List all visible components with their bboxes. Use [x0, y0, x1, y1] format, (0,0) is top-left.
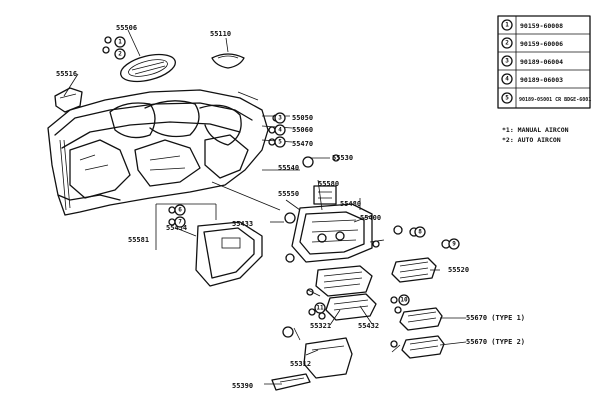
label-55433: 55433 — [232, 220, 253, 228]
callout-7: 7 — [174, 216, 186, 228]
svg-text:1: 1 — [505, 22, 509, 29]
legend-row-1: 1 90159-60008 — [501, 19, 563, 31]
center-console-assembly — [291, 185, 377, 321]
label-55506: 55506 — [116, 24, 137, 32]
label-55516: 55516 — [56, 70, 77, 78]
part-labels: 55516 55506 55110 55050 55060 55470 5553… — [56, 24, 525, 390]
callout-9: 9 — [448, 238, 460, 250]
callout-5: 5 — [274, 136, 286, 148]
label-55480: 55480 — [340, 200, 361, 208]
svg-text:2: 2 — [118, 51, 122, 58]
label-55540: 55540 — [278, 164, 299, 172]
svg-text:3: 3 — [505, 58, 509, 65]
svg-text:1: 1 — [118, 39, 122, 46]
callout-1: 1 — [114, 36, 126, 48]
callout-6: 6 — [174, 204, 186, 216]
legend-note-1: *1: MANUAL AIRCON — [502, 126, 569, 134]
callout-8: 8 — [414, 226, 426, 238]
lower-parts — [271, 337, 353, 391]
label-55470: 55470 — [292, 140, 313, 148]
callout-3: 3 — [274, 112, 286, 124]
legend-box: 1 90159-60008 2 90159-60006 3 90189-0600… — [497, 15, 591, 144]
svg-text:4: 4 — [278, 127, 282, 134]
register-vents — [391, 257, 445, 359]
svg-text:2: 2 — [505, 40, 509, 47]
svg-text:11: 11 — [316, 305, 324, 312]
svg-text:90159-60006: 90159-60006 — [520, 40, 563, 48]
callout-markers: 1 2 3 4 5 6 7 8 9 10 11 — [114, 36, 460, 314]
label-55581: 55581 — [128, 236, 149, 244]
svg-text:90189-06003: 90189-06003 — [520, 76, 563, 84]
label-55580: 55580 — [318, 180, 339, 188]
label-55060: 55060 — [292, 126, 313, 134]
callout-11: 11 — [314, 302, 326, 314]
label-55400: 55400 — [360, 214, 381, 222]
instrument-panel — [47, 53, 269, 216]
leader-lines — [63, 29, 467, 385]
svg-text:10: 10 — [400, 297, 408, 304]
legend-row-5: 5 90189-05001 CR BDGE-6001 — [501, 92, 591, 104]
label-55390: 55390 — [232, 382, 253, 390]
legend-row-3: 3 90189-06004 — [501, 55, 563, 67]
svg-text:4: 4 — [505, 76, 509, 83]
svg-text:9: 9 — [452, 241, 456, 248]
label-55110: 55110 — [210, 30, 231, 38]
svg-text:90189-06004: 90189-06004 — [520, 58, 563, 66]
legend-note-2: *2: AUTO AIRCON — [502, 136, 561, 144]
label-55670-type1: 55670 (TYPE 1) — [466, 314, 525, 322]
label-55321: 55321 — [310, 322, 331, 330]
legend-row-2: 2 90159-60006 — [501, 37, 563, 49]
svg-text:8: 8 — [418, 229, 422, 236]
callout-10: 10 — [398, 294, 410, 306]
svg-text:5: 5 — [278, 139, 282, 146]
label-55550: 55550 — [278, 190, 299, 198]
svg-text:90159-60008: 90159-60008 — [520, 22, 563, 30]
svg-text:5: 5 — [505, 95, 509, 102]
svg-text:3: 3 — [278, 115, 282, 122]
svg-text:7: 7 — [178, 219, 182, 226]
legend-row-4: 4 90189-06003 — [501, 73, 563, 85]
glove-box — [155, 203, 263, 287]
callout-4: 4 — [274, 124, 286, 136]
label-55432: 55432 — [358, 322, 379, 330]
label-55312: 55312 — [290, 360, 311, 368]
svg-text:6: 6 — [178, 207, 182, 214]
svg-text:90189-05001 CR BDGE-6001: 90189-05001 CR BDGE-6001 — [519, 97, 591, 103]
fasteners — [102, 36, 451, 348]
label-55520: 55520 — [448, 266, 469, 274]
label-55670-type2: 55670 (TYPE 2) — [466, 338, 525, 346]
label-55530: 55530 — [332, 154, 353, 162]
label-55050: 55050 — [292, 114, 313, 122]
label-55434: 55434 — [166, 224, 187, 232]
callout-2: 2 — [114, 48, 126, 60]
